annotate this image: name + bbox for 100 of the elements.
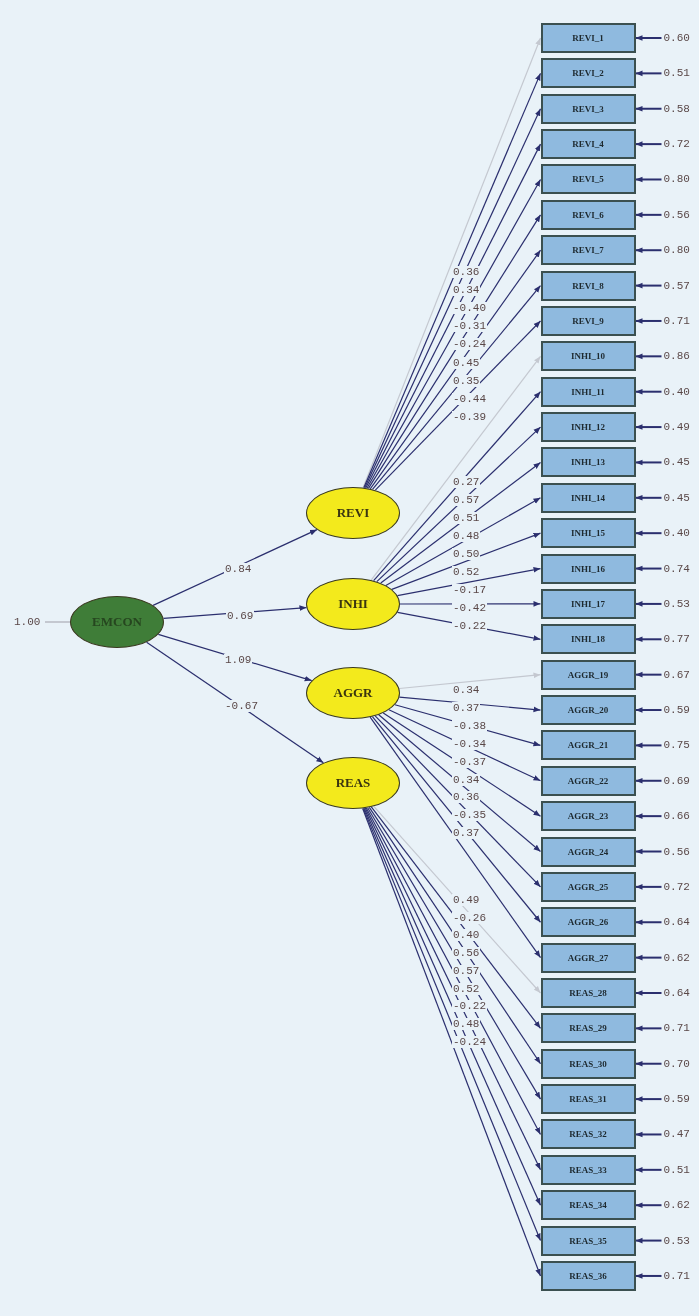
- variable-name: REAS_32: [569, 1129, 607, 1140]
- edge-label: 0.52: [452, 982, 481, 995]
- arrow: [634, 742, 663, 749]
- edge-label: 0.60: [662, 32, 691, 44]
- arrow: [378, 714, 542, 853]
- edge-label: -0.39: [452, 410, 487, 423]
- arrow: [634, 1167, 663, 1173]
- latent-variable-ellipse: [306, 757, 400, 809]
- variable-name: INHI_15: [571, 528, 605, 539]
- indicator-box: [540, 93, 636, 124]
- edge-label: 1.00: [13, 616, 42, 628]
- edge-label: 0.49: [452, 894, 481, 906]
- arrow: [634, 1096, 663, 1102]
- variable-name: REAS_31: [569, 1094, 607, 1105]
- variable-name: AGGR_19: [567, 669, 609, 680]
- edge-label: 0.70: [662, 1057, 691, 1070]
- indicator-box: [540, 1084, 636, 1115]
- arrow: [634, 353, 663, 360]
- indicator-box: [540, 730, 636, 761]
- edge-label: 0.69: [226, 610, 255, 622]
- edge-label: -0.34: [452, 737, 487, 750]
- arrow: [634, 495, 663, 501]
- edge-label: 0.34: [452, 284, 481, 297]
- edge-label: 0.37: [452, 701, 481, 714]
- arrow: [634, 176, 663, 183]
- indicator-box: [540, 129, 636, 160]
- indicator-box: [540, 376, 636, 407]
- edge-label: 0.64: [662, 987, 691, 999]
- variable-name: INHI: [338, 596, 368, 612]
- variable-name: REAS_28: [569, 988, 607, 998]
- edge-label: -0.22: [452, 1000, 487, 1013]
- variable-name: REAS_34: [569, 1200, 607, 1211]
- indicator-box: [540, 164, 636, 195]
- edge-label: 0.35: [452, 374, 481, 387]
- edge-label: 0.48: [452, 530, 481, 542]
- edge-label: 0.72: [662, 880, 691, 893]
- arrow: [396, 567, 542, 597]
- variable-name: AGGR_24: [567, 846, 609, 857]
- indicator-box: [540, 588, 636, 619]
- arrow: [634, 141, 663, 147]
- variable-name: AGGR_25: [567, 881, 609, 892]
- indicator-box: [540, 341, 636, 372]
- edge-label: 0.56: [662, 845, 691, 858]
- edge-label: 0.40: [662, 385, 691, 398]
- arrow: [634, 813, 663, 819]
- arrow: [385, 497, 542, 586]
- arrow: [634, 459, 663, 466]
- variable-name: INHI_16: [571, 563, 605, 574]
- variable-name: AGGR_23: [567, 811, 609, 822]
- indicator-box: [540, 1225, 636, 1256]
- edge-label: 0.74: [662, 562, 691, 575]
- indicator-box: [540, 199, 636, 230]
- arrow: [634, 212, 663, 218]
- indicator-box: [540, 518, 636, 549]
- variable-name: INHI_17: [571, 598, 605, 609]
- variable-name: REVI_3: [572, 103, 604, 114]
- arrow: [382, 712, 542, 817]
- edge-label: 0.62: [662, 951, 691, 964]
- indicator-box: [540, 1048, 636, 1079]
- indicator-box: [540, 58, 636, 89]
- variable-name: INHI_18: [571, 634, 605, 645]
- edge-label: 0.51: [452, 512, 481, 524]
- arrow: [634, 530, 663, 536]
- arrow: [634, 282, 663, 289]
- indicator-box: [540, 659, 636, 690]
- edge-label: 1.09: [224, 654, 253, 666]
- edge-label: -0.67: [224, 700, 259, 712]
- variable-name: INHI_14: [571, 492, 605, 503]
- edge-label: -0.37: [452, 755, 487, 768]
- indicator-box: [540, 871, 636, 902]
- arrow: [634, 990, 663, 996]
- indicator-box: [540, 482, 636, 513]
- latent-variable-ellipse: [306, 487, 400, 539]
- variable-name: REVI_2: [572, 68, 604, 79]
- arrow: [634, 565, 663, 572]
- variable-name: INHI_11: [571, 386, 605, 397]
- edge-label: 0.57: [452, 964, 481, 977]
- arrow: [374, 715, 542, 888]
- variable-name: AGGR_22: [567, 775, 609, 786]
- edge-label: 0.37: [452, 827, 481, 840]
- arrow: [634, 1025, 663, 1032]
- edge-label: -0.26: [452, 911, 487, 924]
- indicator-box: [540, 1013, 636, 1044]
- edge-label: 0.56: [452, 947, 481, 960]
- edge-label: -0.42: [452, 602, 487, 614]
- edge-label: 0.50: [452, 548, 481, 560]
- edge-label: -0.38: [452, 719, 487, 732]
- indicator-box: [540, 836, 636, 867]
- arrow: [634, 848, 663, 855]
- variable-name: AGGR_26: [567, 917, 609, 928]
- latent-variable-ellipse: [70, 596, 164, 648]
- variable-name: REAS: [335, 775, 371, 791]
- edge-label: 0.71: [662, 1269, 691, 1282]
- indicator-box: [540, 235, 636, 266]
- edge-label: 0.57: [452, 494, 481, 506]
- variable-name: REVI: [336, 505, 370, 521]
- variable-name: REAS_35: [569, 1235, 607, 1246]
- edge-label: 0.34: [452, 684, 481, 696]
- edge-label: 0.53: [662, 1234, 691, 1247]
- arrow: [391, 532, 542, 590]
